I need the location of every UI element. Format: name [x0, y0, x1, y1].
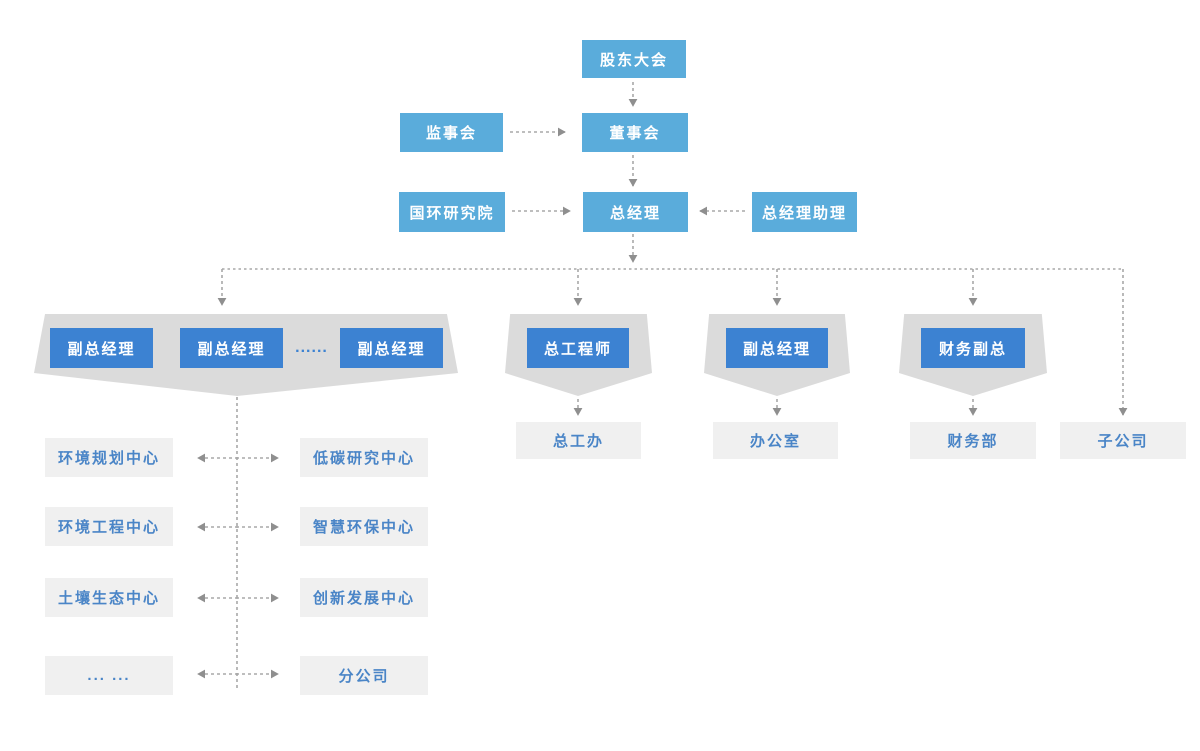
node-innovation-center: 创新发展中心: [300, 578, 428, 617]
banner-drop-connectors: [236, 397, 978, 690]
node-chief-engineer-office: 总工办: [516, 422, 641, 459]
center-row-connectors: [197, 453, 279, 679]
node-supervisory-board: 监事会: [400, 113, 503, 152]
node-deputy-gm-4: 副总经理: [726, 328, 828, 368]
top-chain-connectors: [510, 82, 745, 263]
node-env-engineering-center: 环境工程中心: [45, 507, 173, 546]
node-finance-vp: 财务副总: [921, 328, 1025, 368]
node-deputy-gm-2: 副总经理: [180, 328, 283, 368]
node-board-of-directors: 董事会: [582, 113, 688, 152]
node-general-manager: 总经理: [583, 192, 688, 232]
node-deputy-gm-1: 副总经理: [50, 328, 153, 368]
node-research-institute: 国环研究院: [399, 192, 505, 232]
node-soil-ecology-center: 土壤生态中心: [45, 578, 173, 617]
node-smart-env-center: 智慧环保中心: [300, 507, 428, 546]
node-office: 办公室: [713, 422, 838, 459]
node-low-carbon-center: 低碳研究中心: [300, 438, 428, 477]
hub-connectors: [217, 268, 1128, 416]
node-finance-dept: 财务部: [910, 422, 1036, 459]
node-subsidiary: 子公司: [1060, 422, 1186, 459]
node-deputy-gm-3: 副总经理: [340, 328, 443, 368]
node-env-planning-center: 环境规划中心: [45, 438, 173, 477]
node-more-ellipsis: ... ...: [45, 656, 173, 695]
deputy-gm-ellipsis: ......: [295, 339, 328, 356]
node-shareholders-meeting: 股东大会: [582, 40, 686, 78]
node-gm-assistant: 总经理助理: [752, 192, 857, 232]
node-branch-company: 分公司: [300, 656, 428, 695]
node-chief-engineer: 总工程师: [527, 328, 629, 368]
